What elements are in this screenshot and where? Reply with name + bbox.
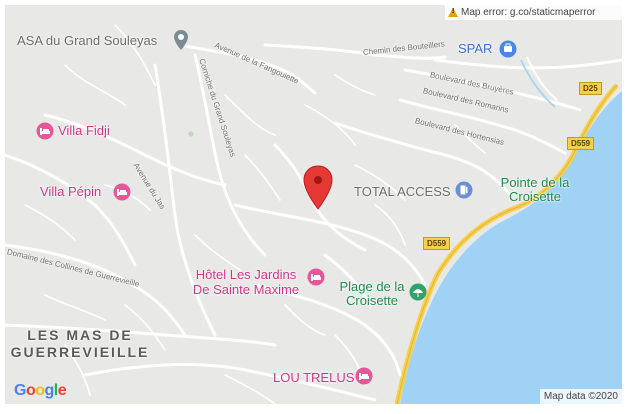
place-label-total-access[interactable]: TOTAL ACCESS: [354, 184, 451, 199]
road-shield-d559: D559: [423, 237, 451, 250]
sea: [400, 91, 622, 404]
place-pin-icon[interactable]: [173, 29, 189, 51]
hotel-icon[interactable]: [36, 122, 54, 140]
place-label-villa-pepin[interactable]: Villa Pépin: [40, 184, 102, 199]
hotel-icon[interactable]: [113, 183, 131, 201]
map-error-banner[interactable]: Map error: g.co/staticmaperror: [445, 5, 622, 20]
hotel-icon[interactable]: [307, 268, 325, 286]
google-logo[interactable]: Google: [14, 382, 67, 399]
place-label-spar[interactable]: SPAR: [458, 41, 493, 56]
place-label-hotel[interactable]: Hôtel Les Jardins De Sainte Maxime: [192, 267, 300, 297]
road-shield-d559: D559: [567, 137, 595, 150]
road-shield-d25: D25: [579, 82, 602, 95]
place-label-asa[interactable]: ASA du Grand Souleyas: [17, 33, 158, 48]
place-label-pointe[interactable]: Pointe de la Croisette: [500, 175, 570, 204]
shopping-cart-icon[interactable]: [499, 40, 517, 58]
gas-station-icon[interactable]: [455, 181, 473, 199]
hotel-icon[interactable]: [355, 367, 373, 385]
map-attribution[interactable]: Map data ©2020: [539, 389, 622, 404]
warning-icon: [448, 8, 458, 17]
map-container[interactable]: Map error: g.co/staticmaperror ASA du Gr…: [5, 5, 622, 404]
map-canvas[interactable]: [5, 5, 622, 404]
location-marker-icon[interactable]: [303, 165, 333, 210]
place-label-plage[interactable]: Plage de la Croisette: [339, 279, 405, 308]
map-error-text: Map error: g.co/staticmaperror: [461, 7, 596, 18]
place-label-villa-fidji[interactable]: Villa Fidji: [58, 123, 110, 138]
beach-icon[interactable]: [409, 283, 427, 301]
area-label-mas-de-guerrevieille: LES MAS DE GUERREVIEILLE: [10, 327, 150, 360]
place-label-lou-trelus[interactable]: LOU TRELUS: [273, 370, 355, 385]
